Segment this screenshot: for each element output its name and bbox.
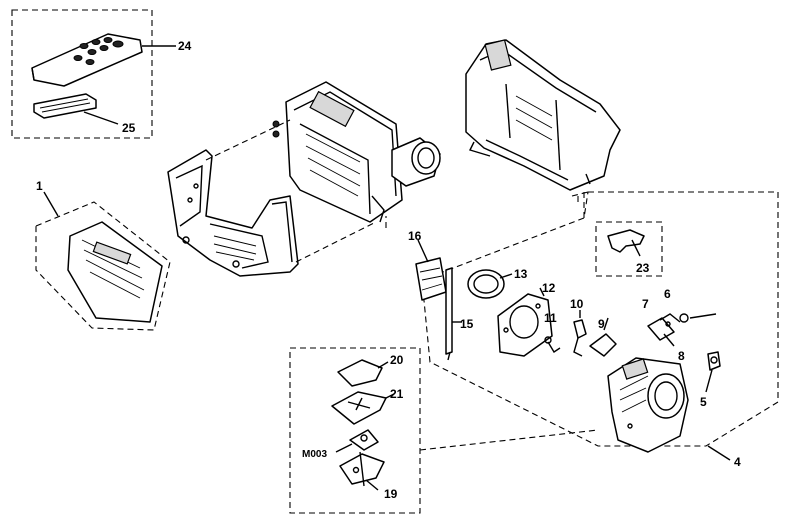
lower-parts-inset <box>289 347 421 514</box>
remote-control-inset <box>11 9 176 139</box>
part-1-inset <box>35 191 171 331</box>
callout-8: 8 <box>678 349 685 363</box>
remote-buttons <box>73 37 124 65</box>
case-housing <box>465 39 621 191</box>
inset-guide-line <box>419 429 599 451</box>
callout-23: 23 <box>636 261 650 275</box>
assembly-guide-lines <box>205 119 387 263</box>
callout-13: 13 <box>514 267 528 281</box>
part-5-clip <box>705 351 721 393</box>
callout-25: 25 <box>122 121 136 135</box>
callout-6: 6 <box>664 287 671 301</box>
callout-19: 19 <box>384 487 398 501</box>
callout-16: 16 <box>408 229 422 243</box>
callout-1: 1 <box>36 179 43 193</box>
main-mechanism <box>272 81 441 223</box>
callout-21: 21 <box>390 387 404 401</box>
part-23-box <box>595 221 663 277</box>
part-12-plate <box>497 287 553 357</box>
parts-6-7-8 <box>647 313 717 347</box>
callout-9: 9 <box>598 317 605 331</box>
callout-15: 15 <box>460 317 474 331</box>
side-frame-assembly <box>167 149 299 277</box>
callout-labels: 24 25 1 16 13 12 10 11 9 15 7 6 8 5 4 23… <box>36 39 741 501</box>
callout-24: 24 <box>178 39 192 53</box>
lens-ring-part <box>411 141 441 175</box>
part-4-enclosure <box>421 191 779 461</box>
callout-12: 12 <box>542 281 556 295</box>
callout-20: 20 <box>390 353 404 367</box>
callout-11: 11 <box>544 311 557 325</box>
parts-11-10-9 <box>544 310 617 357</box>
callout-4: 4 <box>734 455 741 469</box>
callout-7: 7 <box>642 297 649 311</box>
part-13-ring <box>467 269 513 299</box>
lens-housing <box>607 357 689 453</box>
battery-cover-part <box>33 93 97 119</box>
part-16-15 <box>415 239 462 361</box>
callout-10: 10 <box>570 297 584 311</box>
callout-5: 5 <box>700 395 707 409</box>
callout-m003: M003 <box>302 449 327 460</box>
